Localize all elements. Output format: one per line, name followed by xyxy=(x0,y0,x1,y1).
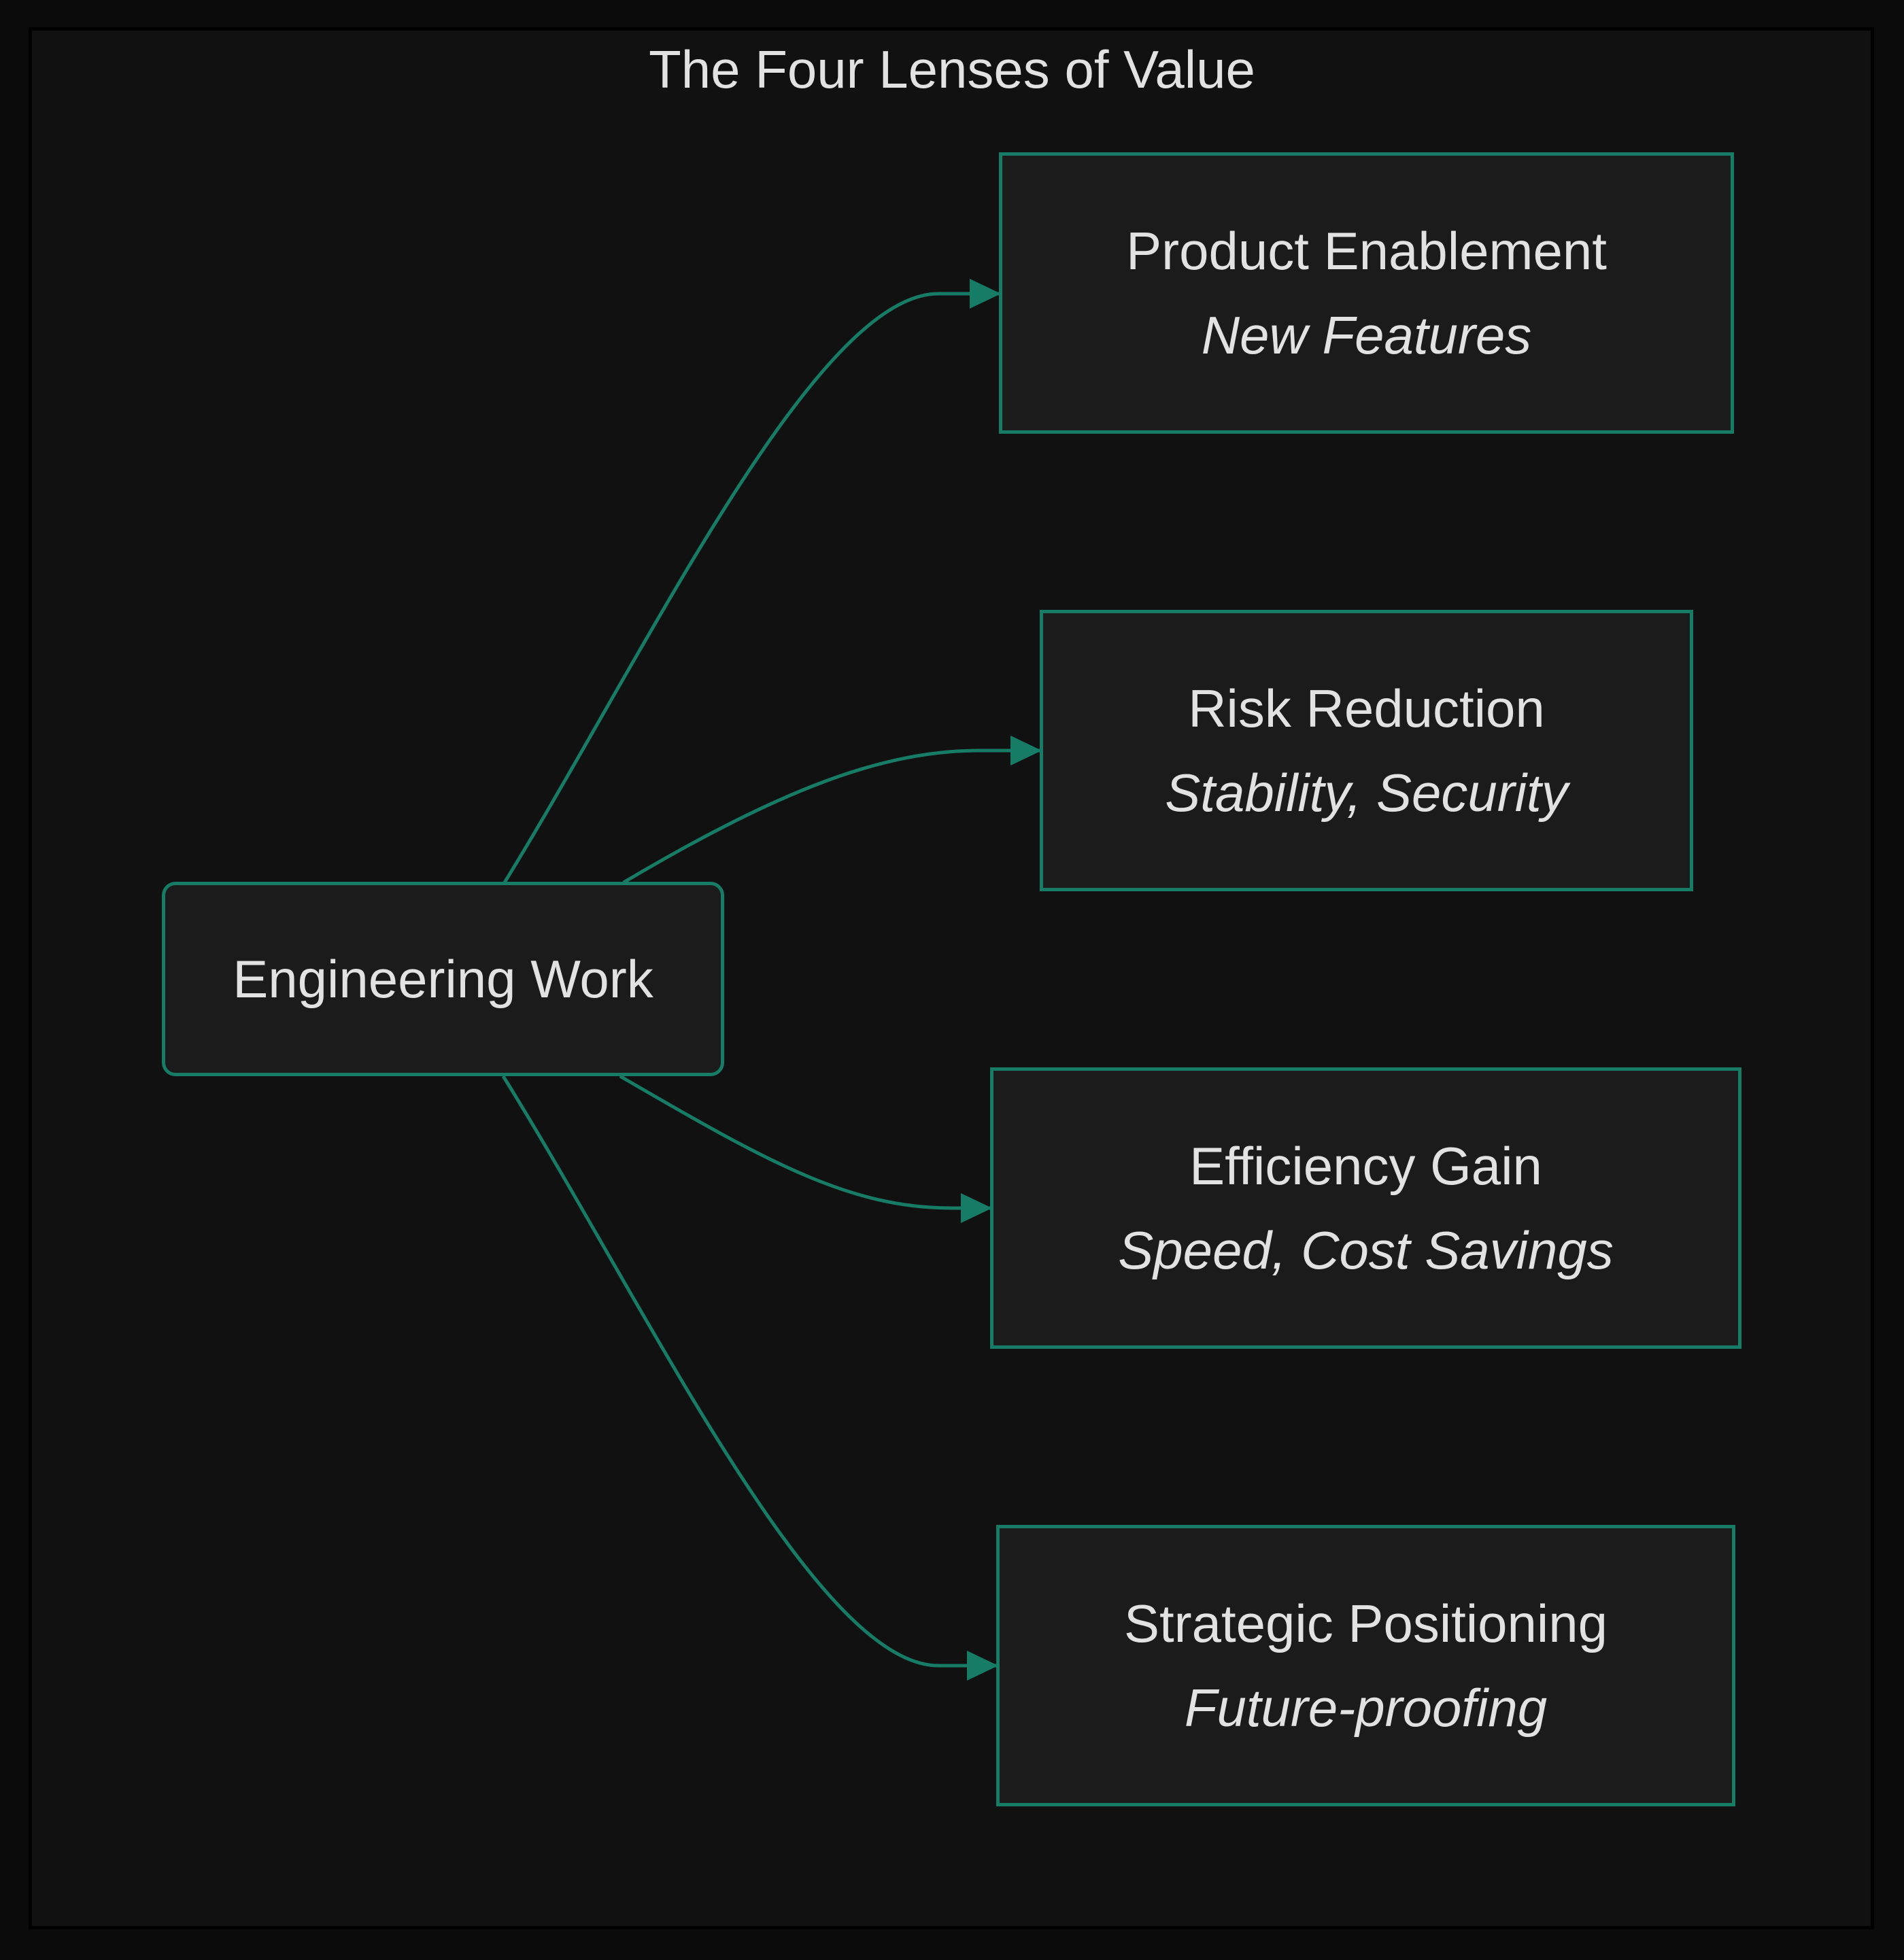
node-label: Engineering Work xyxy=(233,949,653,1009)
node-risk-reduction[interactable]: Risk Reduction Stability, Security xyxy=(1040,610,1693,891)
diagram-title: The Four Lenses of Value xyxy=(649,39,1255,99)
node-label: Risk Reduction xyxy=(1188,678,1545,738)
node-efficiency-gain[interactable]: Efficiency Gain Speed, Cost Savings xyxy=(990,1067,1741,1349)
node-label: Product Enablement xyxy=(1126,221,1607,281)
node-product-enablement[interactable]: Product Enablement New Features xyxy=(999,152,1734,434)
edge-engineering-risk xyxy=(622,736,1042,884)
node-sublabel: New Features xyxy=(1201,305,1532,365)
edge-engineering-efficiency xyxy=(619,1074,992,1223)
node-sublabel: Speed, Cost Savings xyxy=(1118,1220,1614,1280)
node-sublabel: Future-proofing xyxy=(1184,1678,1548,1738)
node-label: Strategic Positioning xyxy=(1123,1594,1608,1653)
edge-engineering-product xyxy=(503,279,1001,884)
node-engineering-work[interactable]: Engineering Work xyxy=(162,882,724,1076)
node-strategic-positioning[interactable]: Strategic Positioning Future-proofing xyxy=(996,1525,1735,1806)
edge-engineering-strategic xyxy=(501,1075,998,1681)
node-label: Efficiency Gain xyxy=(1189,1136,1542,1196)
node-sublabel: Stability, Security xyxy=(1165,763,1568,823)
